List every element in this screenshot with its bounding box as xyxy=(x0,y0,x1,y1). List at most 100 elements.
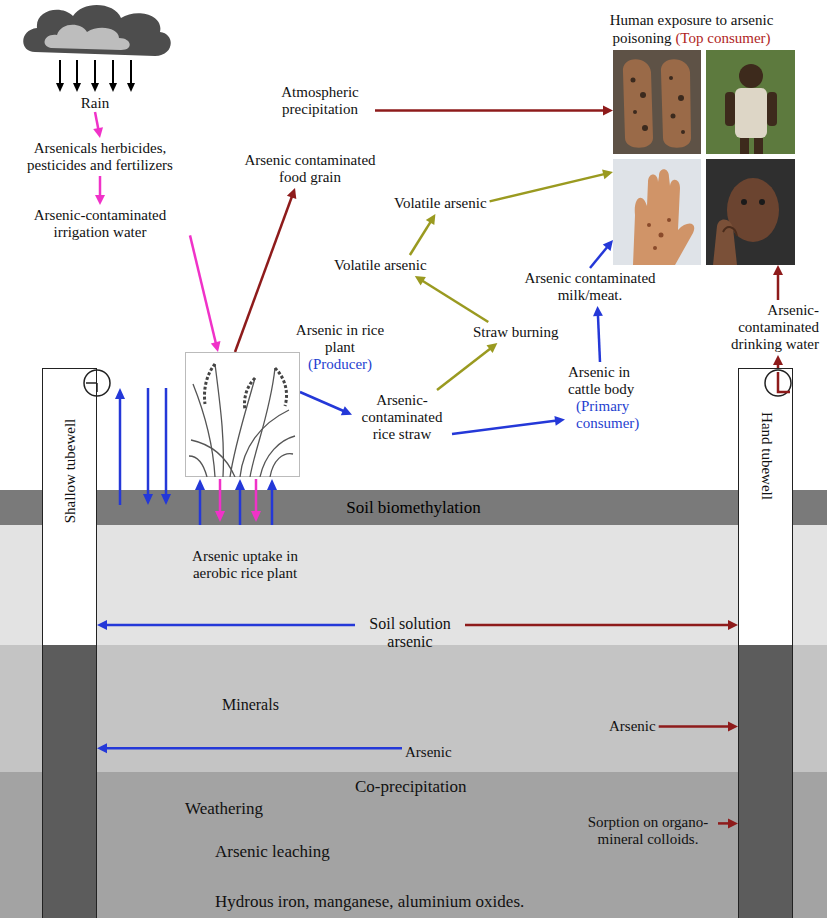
flow-text: Arsenic contaminated milk/meat. xyxy=(515,268,665,306)
root-uptake-arrows xyxy=(195,479,277,525)
flow-text: Volatile arsenic xyxy=(391,193,490,214)
arrow-head xyxy=(93,127,103,138)
flow-arrow xyxy=(590,240,613,268)
flow-arrow xyxy=(773,355,783,368)
arrow-line xyxy=(777,273,780,300)
arrow-line xyxy=(105,747,402,750)
flow-text: Arsenic xyxy=(606,716,659,737)
tubewell-pipes xyxy=(42,368,793,918)
node-text: Arsenic contaminated milk/meat. xyxy=(518,270,662,304)
arrow-head xyxy=(211,341,221,352)
heading-text: Arsenic in rice plant xyxy=(290,322,390,356)
band-text: Soil biomethylation xyxy=(346,498,481,518)
arrow-line xyxy=(598,314,600,362)
soil-band: Soil biomethylation xyxy=(0,490,827,525)
annotation-label: Arsenic uptake in aerobic rice plant xyxy=(170,548,320,582)
arrow-head xyxy=(95,195,105,205)
flow-text: Atmospheric precipitation xyxy=(265,82,375,120)
arrow-head xyxy=(287,188,296,199)
node-subtext: (Primary consumer) xyxy=(568,398,662,432)
flow-arrow xyxy=(95,176,105,205)
arrow-head xyxy=(426,214,436,225)
flow-text: Arsenic xyxy=(402,742,455,763)
flow-text: Arsenic-contaminated drinking water xyxy=(722,300,822,355)
flow-arrow xyxy=(415,276,489,322)
arrow-head xyxy=(773,265,783,275)
photo-panel: Human exposure to arsenic poisoning(Top … xyxy=(613,50,795,265)
vertical-label: Hand tubewell xyxy=(757,412,774,500)
flow-text: Arsenic-contaminated irrigation water xyxy=(10,205,190,243)
node-heading: Arsenic in rice plant(Producer) xyxy=(290,322,390,373)
node-text: Arsenic xyxy=(405,744,452,761)
flow-arrow xyxy=(452,416,565,434)
pump-head xyxy=(84,370,110,396)
arrow-head xyxy=(728,722,738,732)
node-text: Arsenic-contaminated irrigation water xyxy=(13,207,187,241)
flow-text: Straw burning xyxy=(470,322,561,343)
rice-plant-sketch xyxy=(185,352,300,477)
annotation-label: Weathering xyxy=(185,799,263,819)
arrow-line xyxy=(452,421,557,434)
arrow-head xyxy=(728,818,738,828)
arrow-line xyxy=(95,112,99,130)
annotation-label: Arsenic leaching xyxy=(215,842,330,862)
arrow-line xyxy=(375,109,605,112)
arrow-line xyxy=(190,235,216,344)
node-text: Arsenic xyxy=(609,718,656,735)
node-text: Arsenicals herbicides, pesticides and fe… xyxy=(8,140,192,174)
flow-arrow xyxy=(465,620,738,630)
arrow-head xyxy=(602,170,613,180)
flow-arrow xyxy=(593,306,603,362)
flow-text: Volatile arsenic xyxy=(331,255,430,276)
irrigation-flow-arrows xyxy=(115,388,171,505)
flow-text: Arsenic-contaminated rice straw xyxy=(352,390,452,445)
flow-arrow xyxy=(410,214,436,255)
flow-arrow xyxy=(97,620,355,630)
node-text: Volatile arsenic xyxy=(394,195,487,212)
arrow-head xyxy=(593,306,603,316)
node-text: Arsenic contaminated food grain xyxy=(238,152,382,186)
flow-text: Arsenic contaminated food grain xyxy=(235,150,385,188)
arrow-head xyxy=(773,355,783,365)
pump-head xyxy=(765,370,791,396)
arrow-line xyxy=(410,221,431,255)
tubewell-pipe: Hand tubewell xyxy=(738,368,793,918)
flow-text: Arsenicals herbicides, pesticides and fe… xyxy=(5,138,195,176)
arrow-head xyxy=(603,106,613,116)
node-text: Volatile arsenic xyxy=(334,257,427,274)
flow-arrow xyxy=(97,743,402,753)
arrow-line xyxy=(105,624,355,627)
arrow-head xyxy=(415,276,426,286)
rice-plant-node: Arsenic in rice plant(Producer) xyxy=(185,352,300,477)
arrow-line xyxy=(659,725,730,728)
arrow-head xyxy=(603,240,613,251)
flow-arrow xyxy=(659,722,738,732)
annotation-label: Hydrous iron, manganese, aluminium oxide… xyxy=(215,892,524,912)
rain-cloud-node: Rain xyxy=(15,0,175,112)
annotation-label: Minerals xyxy=(222,696,279,714)
node-text: Rain xyxy=(15,94,175,112)
arrow-line xyxy=(590,246,608,268)
node-text: Arsenic-contaminated rice straw xyxy=(355,392,449,443)
flow-arrow xyxy=(235,188,296,352)
flow-arrow xyxy=(300,392,352,415)
arrow-line xyxy=(99,176,102,197)
flow-arrow xyxy=(375,106,613,116)
node-text: Atmospheric precipitation xyxy=(268,84,372,118)
node-heading: Human exposure to arsenic poisoning(Top … xyxy=(589,11,794,47)
heading-subtext: (Producer) xyxy=(290,356,390,373)
tubewell-pipe: Shallow tubewell xyxy=(42,368,97,918)
arrow-head xyxy=(97,743,107,753)
flow-text: Arsenic in cattle body(Primary consumer) xyxy=(565,362,665,434)
node-text: Straw burning xyxy=(473,324,558,341)
heading-subtext: (Top consumer) xyxy=(675,30,770,46)
flow-arrow xyxy=(190,235,221,352)
arrow-line xyxy=(300,392,345,412)
node-text: Arsenic in cattle body xyxy=(568,364,662,398)
arrow-line xyxy=(465,624,730,627)
arrow-line xyxy=(490,174,606,202)
arrow-head xyxy=(487,343,498,353)
arrow-head xyxy=(554,416,565,426)
arrow-head xyxy=(341,406,352,415)
